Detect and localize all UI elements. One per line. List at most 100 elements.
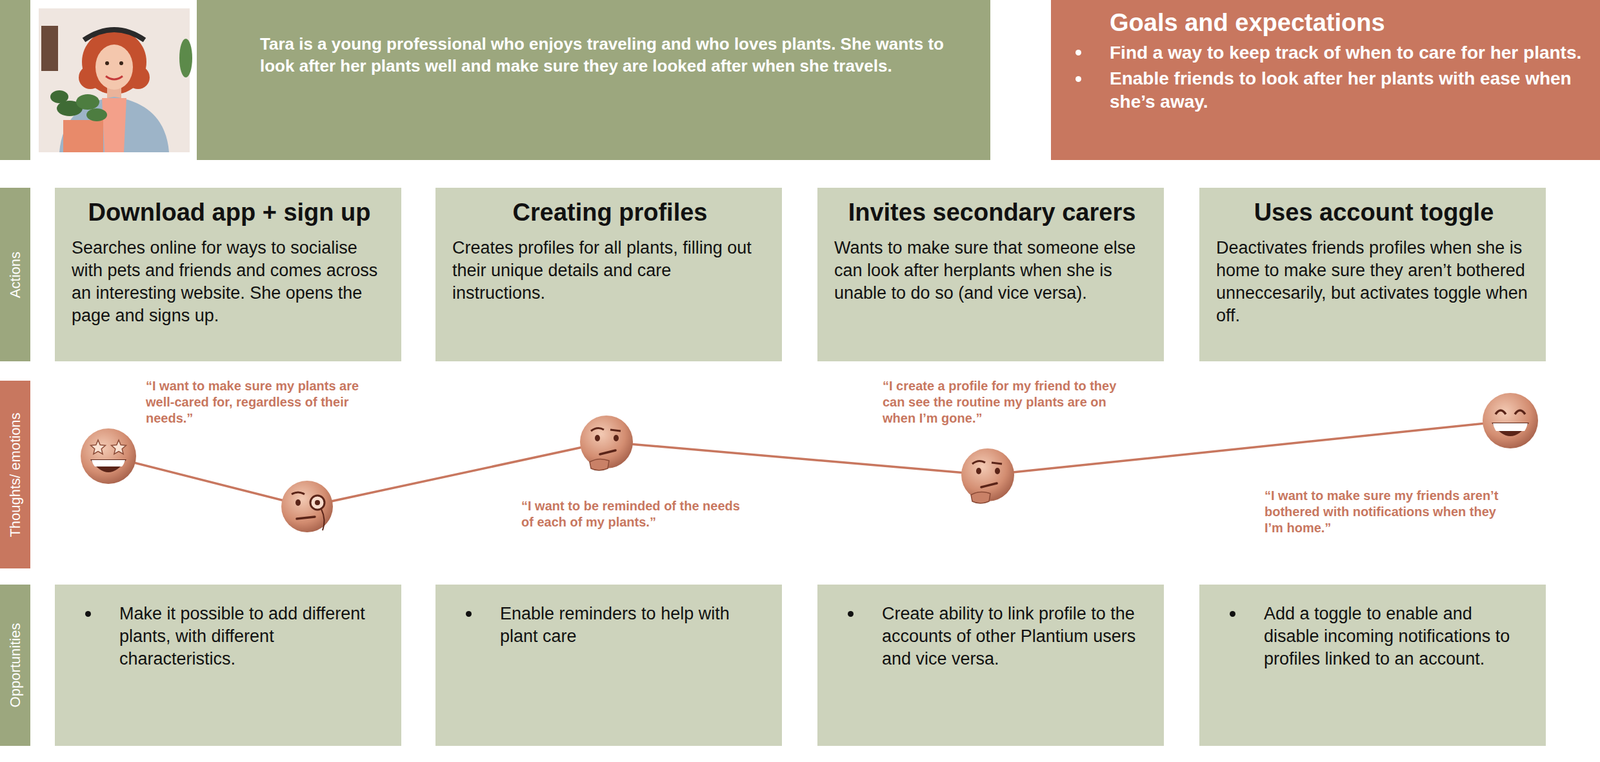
eye [976,467,982,475]
wall-picture [41,25,59,71]
emoji-hand [970,491,991,504]
emoji-face [1482,392,1539,449]
text-row: Enable friends to look after her plants … [1066,67,1585,115]
opportunity-text: Add a toggle to enable and disable incom… [1263,602,1532,671]
quote-text: “I want to make sure my plants are well-… [145,378,385,427]
text-row: Opportunities [6,623,24,708]
text-row: Deactivates friends profiles when she is… [1216,236,1532,328]
row-band: Opportunities [0,584,31,746]
opportunity-text: Make it possible to add different plants… [119,602,388,671]
eye [119,61,124,66]
action-box: Invites secondary carersWants to make su… [817,187,1164,362]
bullet-dot [1229,610,1236,617]
emoji-hand [589,458,610,471]
emoji-teeth [1492,423,1528,431]
bullet-dot [1075,76,1082,82]
band-label: Actions [6,250,24,298]
action-text: Deactivates friends profiles when she is… [1216,236,1532,328]
emoji-mouth [296,516,315,519]
emoji-star-eyes [80,428,137,484]
eye [1514,410,1526,415]
leaf [76,94,100,110]
eyebrow [610,429,621,431]
band-label: Opportunities [6,623,24,708]
leaf [86,108,108,122]
bullet-dot [465,610,472,617]
band-label: Thoughts/ emotions [6,412,24,537]
goals-heading: Goals and expectations [1109,7,1585,39]
bullet-dot [85,610,91,617]
eye [105,61,110,66]
text-row: Uses account toggle [1216,198,1532,228]
action-heading: Creating profiles [452,198,768,228]
quote-text: “I want to be reminded of the needs of e… [521,498,744,531]
emoji-thinking [580,415,633,471]
eyebrow [972,460,986,464]
persona-text: Tara is a young professional who enjoys … [260,33,965,78]
eyebrow [291,492,305,495]
persona-panel: Tara is a young professional who enjoys … [196,0,991,160]
text-row: Thoughts/ emotions [6,412,24,537]
goal-item: Find a way to keep track of when to care… [1109,41,1585,65]
monocle [310,495,325,510]
goal-item: Enable friends to look after her plants … [1109,67,1585,115]
opportunity-box: Create ability to link profile to the ac… [817,584,1164,746]
text-row: Find a way to keep track of when to care… [1066,41,1585,65]
headband [83,29,145,40]
action-heading: Download app + sign up [71,198,388,228]
action-box: Uses account toggleDeactivates friends p… [1199,187,1546,362]
photo-frame [30,0,197,160]
row-band: Thoughts/ emotions [0,380,31,569]
star-eye [90,440,106,455]
bullet-dot [847,610,854,617]
eyebrow [590,427,604,431]
wall-plant [179,38,193,78]
action-heading: Invites secondary carers [834,198,1150,228]
smile [105,76,123,80]
eye [994,467,1000,475]
action-heading: Uses account toggle [1216,198,1532,228]
text-row: Make it possible to add different plants… [75,602,388,671]
emoji-teeth [91,460,126,467]
shirt [101,98,127,153]
text-row: Creates profiles for all plants, filling… [452,236,768,305]
action-text: Creates profiles for all plants, filling… [452,236,768,305]
text-row: Tara is a young professional who enjoys … [260,33,965,78]
opportunity-box: Add a toggle to enable and disable incom… [1199,584,1546,746]
text-row: Creating profiles [452,198,768,228]
opportunity-box: Make it possible to add different plants… [54,584,402,746]
text-row: Actions [6,250,24,298]
emoji-mouth [1491,422,1530,437]
emoji-grin [1482,392,1539,449]
eye [1495,410,1506,415]
text-row: Download app + sign up [71,198,388,228]
opportunity-box: Enable reminders to help with plant care [435,584,782,746]
persona-photo [30,0,197,160]
plant-pot [63,120,104,153]
text-row: Invites secondary carers [834,198,1150,228]
action-text: Searches online for ways to socialise wi… [71,236,388,328]
text-row: Enable reminders to help with plant care [456,602,768,648]
text-row: Searches online for ways to socialise wi… [71,236,388,328]
eye [613,434,619,442]
quote-text: “I want to make sure my friends aren’t b… [1264,487,1517,537]
action-box: Download app + sign up Searches online fo… [54,187,402,362]
emoji-mouth [600,450,616,455]
goals-panel: Goals and expectationsFind a way to keep… [1050,0,1600,160]
text-row: Add a toggle to enable and disable incom… [1220,602,1532,671]
text-row: Create ability to link profile to the ac… [838,602,1150,671]
monocle-chain [321,509,325,531]
emoji-mouth [90,459,127,473]
star-eye [111,440,127,455]
emoji-mouth [981,483,997,488]
emoji-face [281,480,333,533]
eye [314,500,320,506]
quote-text: “I create a profile for my friend to the… [882,378,1141,427]
opportunity-text: Enable reminders to help with plant care [500,602,768,648]
emoji-face [80,428,137,484]
emoji-thinking [961,448,1015,504]
side-bar [0,0,31,160]
leaf [50,90,69,104]
bullet-dot [1075,49,1082,56]
